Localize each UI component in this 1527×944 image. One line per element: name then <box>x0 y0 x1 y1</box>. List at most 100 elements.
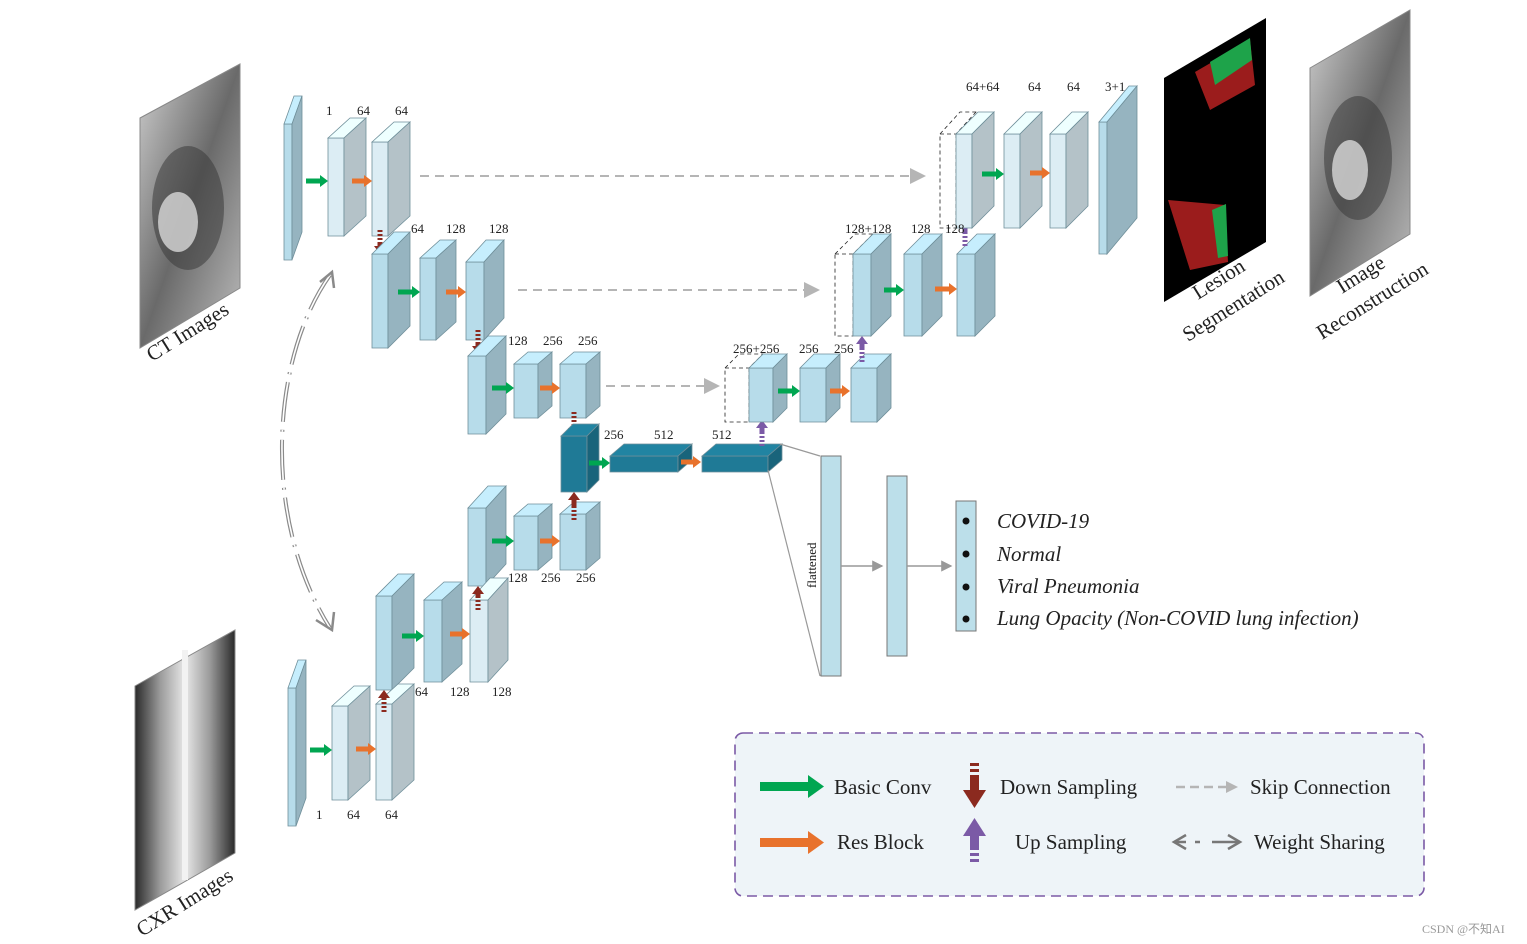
dec-l1-up-block <box>955 111 995 229</box>
cxr-l2-ch-b: 128 <box>450 684 470 699</box>
dec-l3-skip-concat-outline-outline <box>724 353 764 423</box>
ct-l3-down-block <box>467 335 507 435</box>
res-block-icon <box>760 831 824 854</box>
cxr-l3-down-block-front <box>467 507 487 587</box>
cxr-l3-ch-c: 256 <box>576 570 596 585</box>
ct-l3-res-block <box>558 351 602 419</box>
cxr-l1-ch-c: 64 <box>385 807 399 822</box>
down-sampling-icon <box>963 763 986 808</box>
class-label-normal: Normal <box>996 542 1061 566</box>
dec-l3-res-block-side <box>876 353 892 423</box>
dec-l1-conv-block-side <box>1019 111 1043 229</box>
ct-input-image <box>139 63 241 349</box>
cxr-l2-basic-conv-arrow <box>402 630 424 642</box>
cxr-l3-down-block <box>467 484 507 588</box>
dec-l3-ch-b: 256 <box>799 341 819 356</box>
ct-l2-basic-conv-arrow <box>398 286 420 298</box>
cxr-l2-res-block <box>469 576 509 684</box>
dec-l2-ch-c: 128 <box>945 221 965 236</box>
watermark: CSDN @不知AI <box>1422 922 1505 936</box>
dec-l3-up-sampling-arrow <box>856 336 868 362</box>
class-label-viral: Viral Pneumonia <box>997 574 1140 598</box>
dec-l1-ch-d: 3+1 <box>1105 79 1125 94</box>
ct-l1-res-block-arrow <box>352 175 372 187</box>
up-sampling-icon <box>963 818 986 862</box>
ct-l3-ch-b: 256 <box>543 333 563 348</box>
dec-l2-res-block-front <box>956 253 976 337</box>
dec-l3-conv-block-side <box>825 353 841 423</box>
dec-l2-conv-block-front <box>903 253 923 337</box>
ct-l2-ch-c: 128 <box>489 221 509 236</box>
ct-l1-input-block <box>283 95 303 261</box>
dec-l3-res-block-arrow <box>830 385 850 397</box>
dec-l3-up-block-front <box>748 367 774 423</box>
ct-l2-conv-block-front <box>419 257 437 341</box>
bottleneck-ch-c: 512 <box>712 427 732 442</box>
legend: Basic Conv Res Block Down Sampling Up Sa… <box>734 732 1425 897</box>
ct-l2-conv-block <box>418 239 458 341</box>
flattened-label: flattened <box>804 542 819 588</box>
class-label-opacity: Lung Opacity (Non-COVID lung infection) <box>996 606 1359 630</box>
cxr-l3-basic-conv-arrow <box>492 535 514 547</box>
dec-l2-ch-b: 128 <box>911 221 931 236</box>
cxr-l1-res-block-front <box>375 703 393 801</box>
cxr-l1-input-block-front <box>287 687 297 827</box>
dec-l2-res-block <box>956 233 996 337</box>
class-node <box>962 517 970 525</box>
ct-l3-down-block-side <box>485 335 507 435</box>
dec-l3-up-block-side <box>772 353 788 423</box>
cxr-l2-ch-a: 64 <box>415 684 429 699</box>
cxr-l3-down-sampling-arrow <box>568 492 580 520</box>
ct-l2-res-block-side <box>483 238 505 342</box>
ct-l3-conv-block-side <box>537 351 553 419</box>
ct-l2-ch-a: 64 <box>411 221 425 236</box>
dec-l3-conv-block-front <box>799 367 827 423</box>
ct-l3-res-block-front <box>559 363 587 419</box>
ct-l3-ch-c: 256 <box>578 333 598 348</box>
dec-l3-ch-c: 256 <box>834 341 854 356</box>
dec-l2-up-block <box>852 233 892 337</box>
dense-layer <box>886 475 908 657</box>
ct-l3-basic-conv-arrow <box>492 382 514 394</box>
lesion-segmentation-image <box>1164 18 1266 302</box>
cxr-l3-res-block <box>558 501 602 571</box>
ct-l1-conv-block-side <box>343 117 367 237</box>
cxr-l3-down-block-side <box>485 484 507 588</box>
ct-l1-input-block-front <box>283 123 293 261</box>
dec-l1-ch-b: 64 <box>1028 79 1042 94</box>
cxr-l2-conv-block-front <box>423 599 443 683</box>
dec-l1-skip-concat-outline-outline <box>939 111 977 229</box>
cxr-l1-input-block-side <box>295 659 307 827</box>
dec-l1-up-block-side <box>971 111 995 229</box>
cxr-l1-res-block <box>374 683 416 801</box>
cxr-l2-res-block-arrow <box>450 628 470 640</box>
cxr-l1-basic-conv-arrow <box>310 744 332 756</box>
weight-sharing-label: Weight Sharing <box>1254 830 1385 854</box>
dec-l3-res-block-front <box>850 367 878 423</box>
class-label-covid: COVID-19 <box>997 509 1090 533</box>
dec-l3-basic-conv-arrow <box>778 385 800 397</box>
bottleneck-up-sampling-arrow <box>756 420 768 446</box>
down-sampling-label: Down Sampling <box>1000 775 1138 799</box>
dec-l1-res-block-front <box>1049 133 1067 229</box>
channel-labels: 1 64 64 64 128 128 128 256 256 128 256 2… <box>316 79 1125 822</box>
dec-l3-up-block <box>748 353 788 423</box>
dec-l2-up-block-side <box>870 233 892 337</box>
cxr-l3-conv-block-front <box>513 515 539 571</box>
cxr-l2-down-block <box>375 573 415 691</box>
dec-l3-conv-block <box>799 353 841 423</box>
ct-l3-conv-block-front <box>513 363 539 419</box>
cxr-l3-conv-block <box>512 503 554 571</box>
bottleneck-down-block-side <box>586 423 600 493</box>
ct-l3-ch-a: 128 <box>508 333 528 348</box>
dec-l1-output-block-front <box>1098 121 1108 255</box>
dec-l1-basic-conv-arrow <box>982 168 1004 180</box>
ct-l2-down-block-front <box>371 253 389 349</box>
cxr-l3-res-block-side <box>585 501 601 571</box>
bottleneck-conv-block-front <box>609 455 679 473</box>
weight-sharing-icon <box>1171 833 1243 851</box>
dec-l1-conv-block <box>1003 111 1043 229</box>
weight-sharing-arrow <box>280 269 336 633</box>
bottleneck-res-block <box>700 443 784 473</box>
ct-l2-res-block-front <box>465 261 485 341</box>
